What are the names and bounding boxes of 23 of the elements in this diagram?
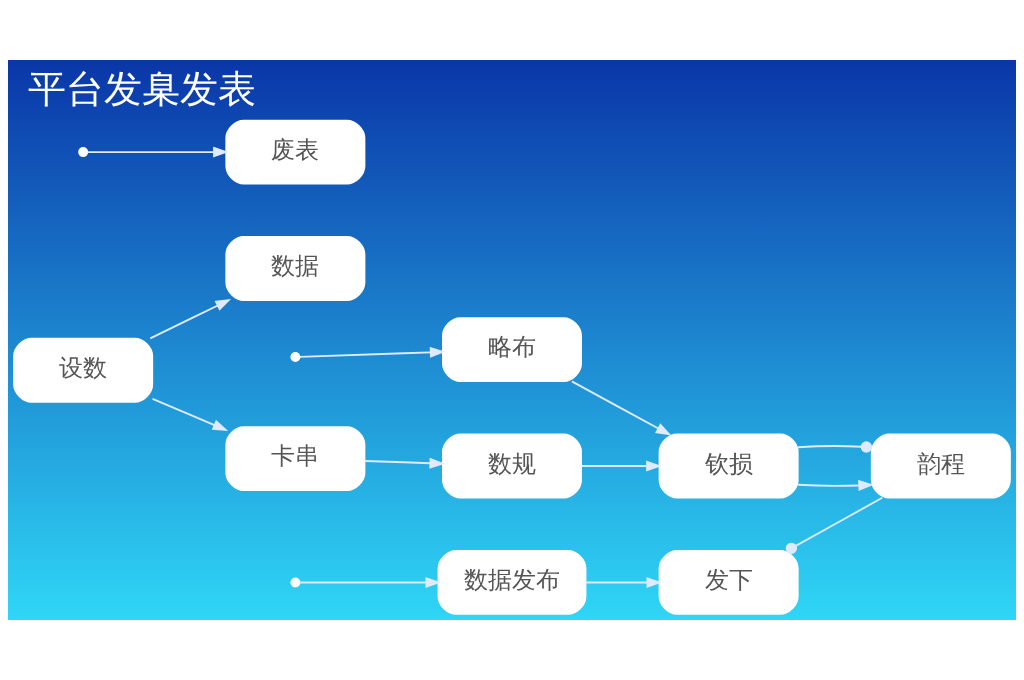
node-box: 数据 — [225, 236, 366, 301]
node-box: 设数 — [13, 337, 154, 403]
arrow — [580, 460, 662, 472]
arrow — [149, 299, 232, 340]
arrow — [86, 146, 229, 158]
node-box: 数据发布 — [437, 550, 587, 615]
node-box: 卡串 — [225, 426, 366, 492]
arrow — [584, 576, 663, 588]
diagram-title: 平台发臬发表 — [28, 66, 257, 112]
node-box: 略布 — [442, 317, 582, 382]
node-box: 数规 — [442, 433, 582, 499]
node-box: 废表 — [225, 119, 366, 185]
arrow — [298, 576, 442, 588]
arrow — [364, 457, 446, 469]
arrow — [298, 346, 446, 358]
connector — [785, 496, 884, 554]
arrow — [151, 397, 229, 431]
node-box: 韵程 — [870, 433, 1011, 499]
node-box: 钦损 — [658, 433, 799, 499]
arrow — [570, 380, 672, 436]
node-box: 发下 — [658, 550, 799, 615]
arrow — [797, 479, 874, 491]
connector — [797, 441, 872, 453]
